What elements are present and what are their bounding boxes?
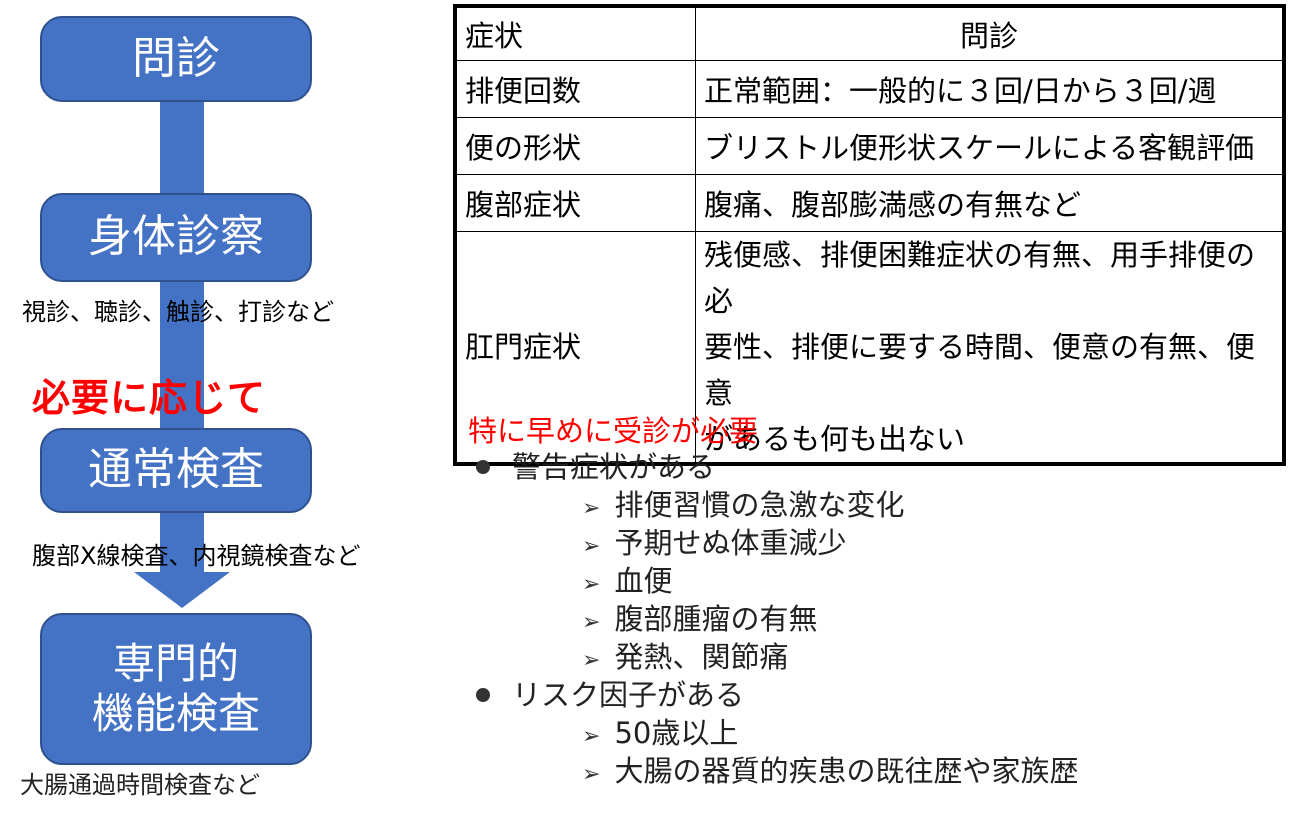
table-cell-detail: 腹痛、腹部膨満感の有無など — [695, 174, 1283, 232]
table-cell-symptom: 肛門症状 — [456, 231, 696, 463]
list-item-text: 排便習慣の急激な変化 — [614, 488, 905, 522]
table-cell-symptom: 便の形状 — [456, 117, 696, 175]
step-routine-tests-box: 通常検査 — [40, 428, 312, 513]
list-item: ➢ 予期せぬ体重減少 — [582, 524, 846, 562]
physical-exam-note: 視診、聴診、触診、打診など — [22, 298, 334, 326]
table-row: 便の形状 ブリストル便形状スケールによる客観評価 — [456, 117, 1283, 175]
group-label: 警告症状がある — [512, 450, 716, 484]
table-cell-detail: 正常範囲：一般的に３回/日から３回/週 — [695, 60, 1283, 118]
table-header-symptom: 症状 — [456, 7, 696, 61]
table-row: 排便回数 正常範囲：一般的に３回/日から３回/週 — [456, 60, 1283, 118]
group-label: リスク因子がある — [512, 678, 745, 712]
table-cell-symptom: 排便回数 — [456, 60, 696, 118]
table-row: 肛門症状 残便感、排便困難症状の有無、用手排便の必 要性、排便に要する時間、便意… — [456, 231, 1283, 463]
list-item: リスク因子がある — [476, 676, 744, 714]
list-item: ➢ 腹部腫瘤の有無 — [582, 600, 817, 638]
table-cell-detail-line: があるも何も出ない — [704, 422, 966, 456]
step-physical-exam-label: 身体診察 — [88, 211, 264, 263]
table-header-interview: 問診 — [695, 7, 1283, 61]
functional-tests-note: 大腸通過時間検査など — [20, 771, 260, 799]
arrowhead-bullet-icon: ➢ — [582, 648, 601, 673]
as-needed-label: 必要に応じて — [32, 376, 267, 420]
step-functional-tests-label-2: 機能検査 — [91, 689, 260, 738]
list-item: ➢ 血便 — [582, 562, 672, 600]
list-item: ➢ 発熱、関節痛 — [582, 638, 788, 676]
arrowhead-bullet-icon: ➢ — [582, 572, 601, 597]
step-interview-box: 問診 — [40, 16, 312, 102]
arrowhead-bullet-icon: ➢ — [582, 534, 601, 559]
flow-arrow-head-icon — [134, 572, 230, 608]
list-item: ➢ 大腸の器質的疾患の既往歴や家族歴 — [582, 752, 1078, 790]
bullet-dot-icon — [476, 460, 490, 474]
step-functional-tests-label-1: 専門的 — [112, 638, 239, 688]
list-item-text: 50歳以上 — [614, 716, 739, 750]
step-functional-tests-box: 専門的 機能検査 — [40, 613, 312, 765]
table-cell-symptom: 腹部症状 — [456, 174, 696, 232]
step-interview-label: 問診 — [132, 32, 220, 84]
table-header-row: 症状 問診 — [456, 7, 1283, 61]
table-cell-detail-line: 残便感、排便困難症状の有無、用手排便の必 — [704, 238, 1256, 318]
list-item-text: 予期せぬ体重減少 — [614, 526, 847, 560]
list-item: 警告症状がある — [476, 448, 715, 486]
arrowhead-bullet-icon: ➢ — [582, 724, 601, 749]
step-routine-tests-label: 通常検査 — [88, 444, 264, 496]
table-cell-detail: ブリストル便形状スケールによる客観評価 — [695, 117, 1283, 175]
bullet-dot-icon — [476, 688, 490, 702]
list-item: ➢ 排便習慣の急激な変化 — [582, 486, 904, 524]
list-item-text: 発熱、関節痛 — [614, 640, 789, 674]
routine-tests-note: 腹部X線検査、内視鏡検査など — [32, 542, 361, 570]
list-item-text: 大腸の器質的疾患の既往歴や家族歴 — [614, 754, 1079, 788]
symptom-table: 症状 問診 排便回数 正常範囲：一般的に３回/日から３回/週 便の形状 ブリスト… — [453, 4, 1286, 466]
list-item-text: 血便 — [614, 564, 673, 598]
arrowhead-bullet-icon: ➢ — [582, 610, 601, 635]
step-physical-exam-box: 身体診察 — [40, 193, 312, 282]
list-item-text: 腹部腫瘤の有無 — [614, 602, 818, 636]
arrowhead-bullet-icon: ➢ — [582, 762, 601, 787]
arrowhead-bullet-icon: ➢ — [582, 496, 601, 521]
list-item: ➢ 50歳以上 — [582, 714, 738, 752]
table-row: 腹部症状 腹痛、腹部膨満感の有無など — [456, 174, 1283, 232]
urgent-heading: 特に早めに受診が必要 — [468, 414, 759, 448]
table-cell-detail-line: 要性、排便に要する時間、便意の有無、便意 — [704, 330, 1256, 410]
table-cell-detail: 残便感、排便困難症状の有無、用手排便の必 要性、排便に要する時間、便意の有無、便… — [695, 231, 1283, 463]
